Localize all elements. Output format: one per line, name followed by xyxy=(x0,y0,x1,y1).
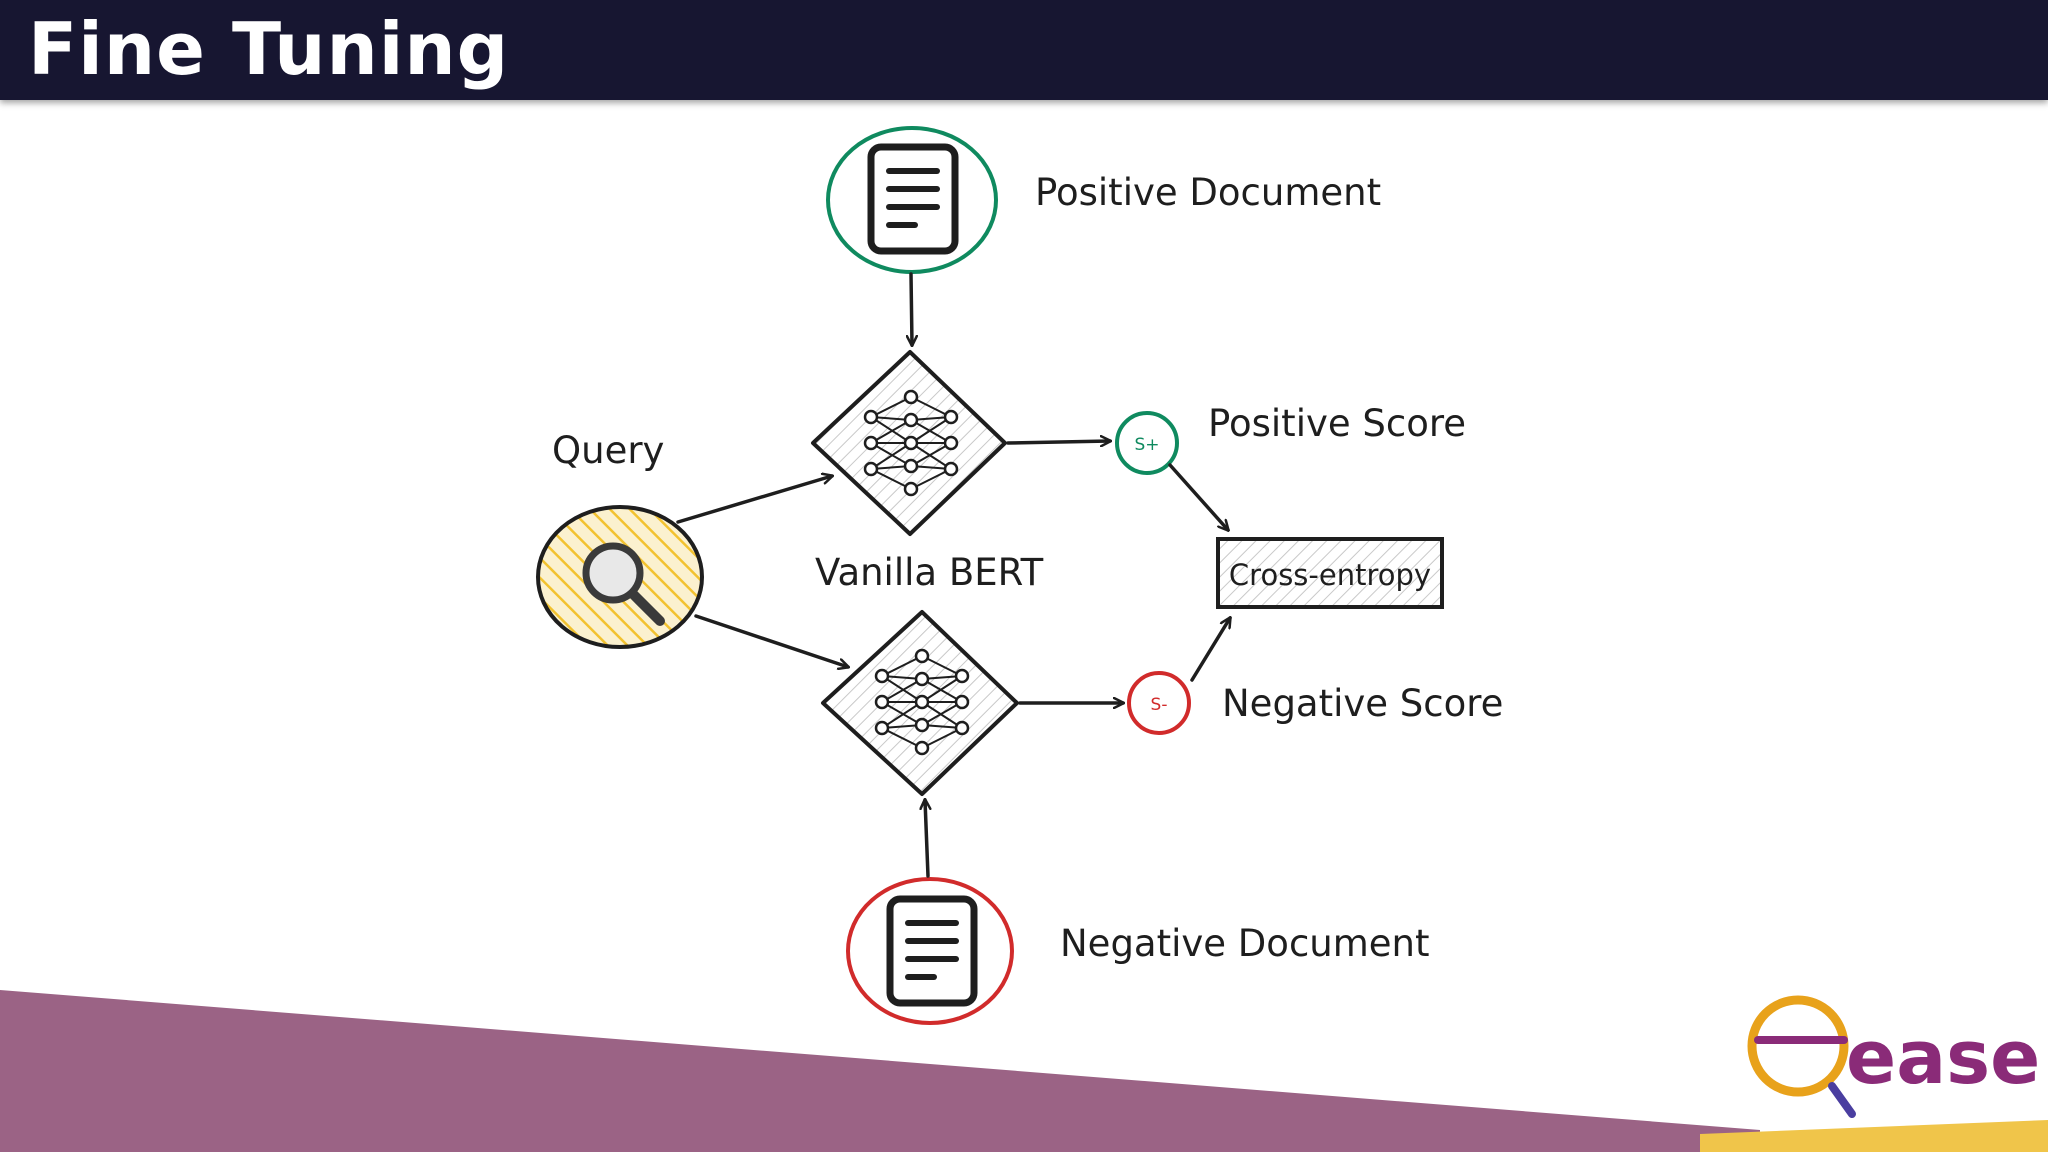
arrow-upper-bert-to-positive-score xyxy=(1006,441,1110,443)
search-icon xyxy=(582,542,665,626)
slide-title: Fine Tuning xyxy=(28,7,510,91)
arrow-negative-score-to-loss xyxy=(1190,618,1230,682)
query-label: Query xyxy=(552,429,664,472)
negative-document-label: Negative Document xyxy=(1060,922,1430,965)
sease-logo: ease xyxy=(1747,995,2040,1118)
negative-score-label: Negative Score xyxy=(1222,682,1503,725)
arrow-positive-score-to-loss xyxy=(1168,463,1228,530)
logo-text: ease xyxy=(1846,1015,2040,1101)
arrow-query-to-upper-bert xyxy=(676,476,832,524)
positive-score-symbol: S+ xyxy=(1134,435,1159,455)
arrow-query-to-lower-bert xyxy=(694,614,848,667)
loss-label: Cross-entropy xyxy=(1229,558,1431,592)
cross-entropy-box: Cross-entropy xyxy=(1216,537,1444,609)
query-node xyxy=(536,505,704,649)
negative-score-node: S- xyxy=(1127,671,1191,735)
arrow-negative-doc-to-bert xyxy=(925,800,928,878)
document-icon xyxy=(871,147,955,251)
document-icon xyxy=(890,899,974,1003)
diagram-arrows xyxy=(676,272,1230,878)
negative-document-node xyxy=(846,877,1014,1025)
magnifier-icon xyxy=(1747,995,1856,1118)
arrow-positive-doc-to-bert xyxy=(911,272,912,345)
footer-band xyxy=(0,990,1760,1152)
positive-score-label: Positive Score xyxy=(1208,402,1466,445)
positive-score-node: S+ xyxy=(1115,411,1179,475)
bert-model-lower xyxy=(821,610,1019,796)
title-bar: Fine Tuning xyxy=(0,0,2048,100)
positive-document-label: Positive Document xyxy=(1035,171,1381,214)
footer-accent xyxy=(1700,1120,2048,1152)
negative-score-symbol: S- xyxy=(1151,695,1168,715)
positive-document-node xyxy=(826,126,998,274)
model-label: Vanilla BERT xyxy=(815,551,1044,594)
bert-model-upper xyxy=(811,350,1007,536)
